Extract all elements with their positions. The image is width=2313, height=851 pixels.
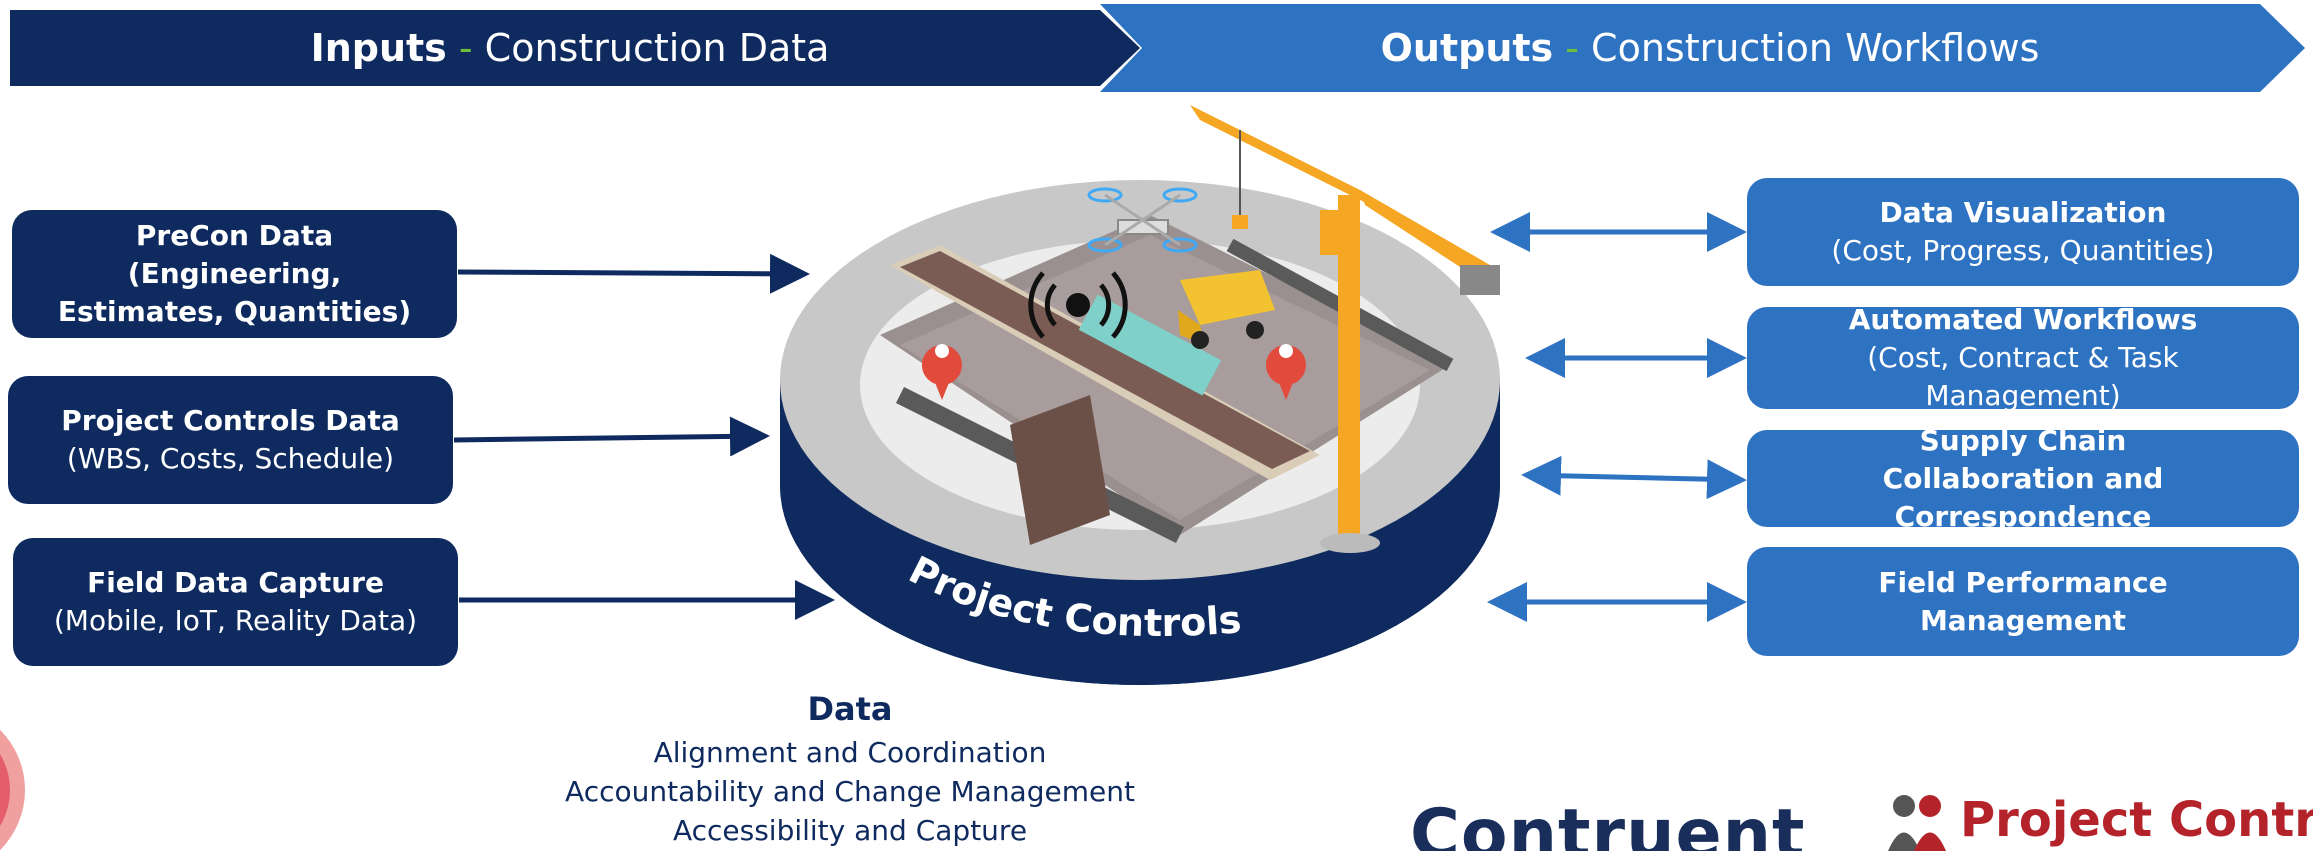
data-line-alignment: Alignment and Coordination [653,736,1047,769]
banner-inputs-rest: Construction Data [484,26,830,70]
output-field-performance-label: Field Performance Management [1878,565,2168,637]
data-section-title: Data [807,690,893,728]
banner [10,4,2305,92]
decorative-pink-circle [0,729,25,850]
arrow-input-project-controls [453,416,770,457]
banner-inputs-title: Inputs - Construction Data [10,20,1130,76]
output-data-visualization-detail: (Cost, Progress, Quantities) [1831,234,2215,267]
banner-outputs-title: Outputs - Construction Workflows [1110,20,2310,76]
truck-icon [1178,270,1275,349]
project-controls-logo-text: Project Controls [1960,792,2313,848]
banner-outputs-rest: Construction Workflows [1591,26,2040,70]
input-project-controls-label: Project Controls Data [61,404,400,437]
output-box-field-performance: Field Performance Management [1747,547,2299,656]
output-box-automated-workflows: Automated Workflows (Cost, Contract & Ta… [1747,303,2299,412]
input-field-data-detail: (Mobile, IoT, Reality Data) [53,604,418,637]
drone-icon [1087,187,1198,253]
cde-platform: Project Controls CDE [760,95,1500,685]
banner-outputs-dash: - [1553,26,1592,70]
arrow-input-precon [457,253,810,294]
output-automated-workflows-detail: (Cost, Contract & Task Management) [1867,341,2179,412]
input-box-project-controls: Project Controls Data (WBS, Costs, Sched… [8,376,453,504]
data-line-accountability: Accountability and Change Management [565,775,1135,808]
location-pin-icon-2 [1265,344,1306,400]
input-precon-label: PreCon Data (Engineering, Estimates, Qua… [57,219,412,328]
output-supply-chain-label: Supply Chain Collaboration and Correspon… [1882,423,2164,533]
input-project-controls-detail: (WBS, Costs, Schedule) [66,442,395,475]
output-box-data-visualization: Data Visualization (Cost, Progress, Quan… [1747,178,2299,286]
data-line-accessibility: Accessibility and Capture [672,814,1028,847]
project-controls-logo: Project Controls [1870,792,2313,851]
output-automated-workflows-label: Automated Workflows [1848,303,2198,336]
input-box-precon: PreCon Data (Engineering, Estimates, Qua… [12,210,457,338]
crane-icon [1190,105,1500,553]
banner-left-arrow [10,10,1140,86]
banner-right-arrow [1100,4,2305,92]
output-data-visualization-label: Data Visualization [1879,196,2167,229]
arrow-output-supply-chain [1521,455,1747,500]
banner-inputs-dash: - [446,26,485,70]
banner-inputs-bold: Inputs [310,26,447,70]
banner-outputs-bold: Outputs [1380,26,1554,70]
input-field-data-label: Field Data Capture [87,566,384,599]
location-pin-icon [921,344,962,400]
output-box-supply-chain: Supply Chain Collaboration and Correspon… [1747,424,2299,533]
bridge-icon [890,245,1320,545]
input-box-field-data: Field Data Capture (Mobile, IoT, Reality… [13,538,458,666]
signal-icon [1028,271,1128,339]
contruent-logo: Contruent [1410,795,1806,851]
logo-people-icon [1888,795,1946,851]
